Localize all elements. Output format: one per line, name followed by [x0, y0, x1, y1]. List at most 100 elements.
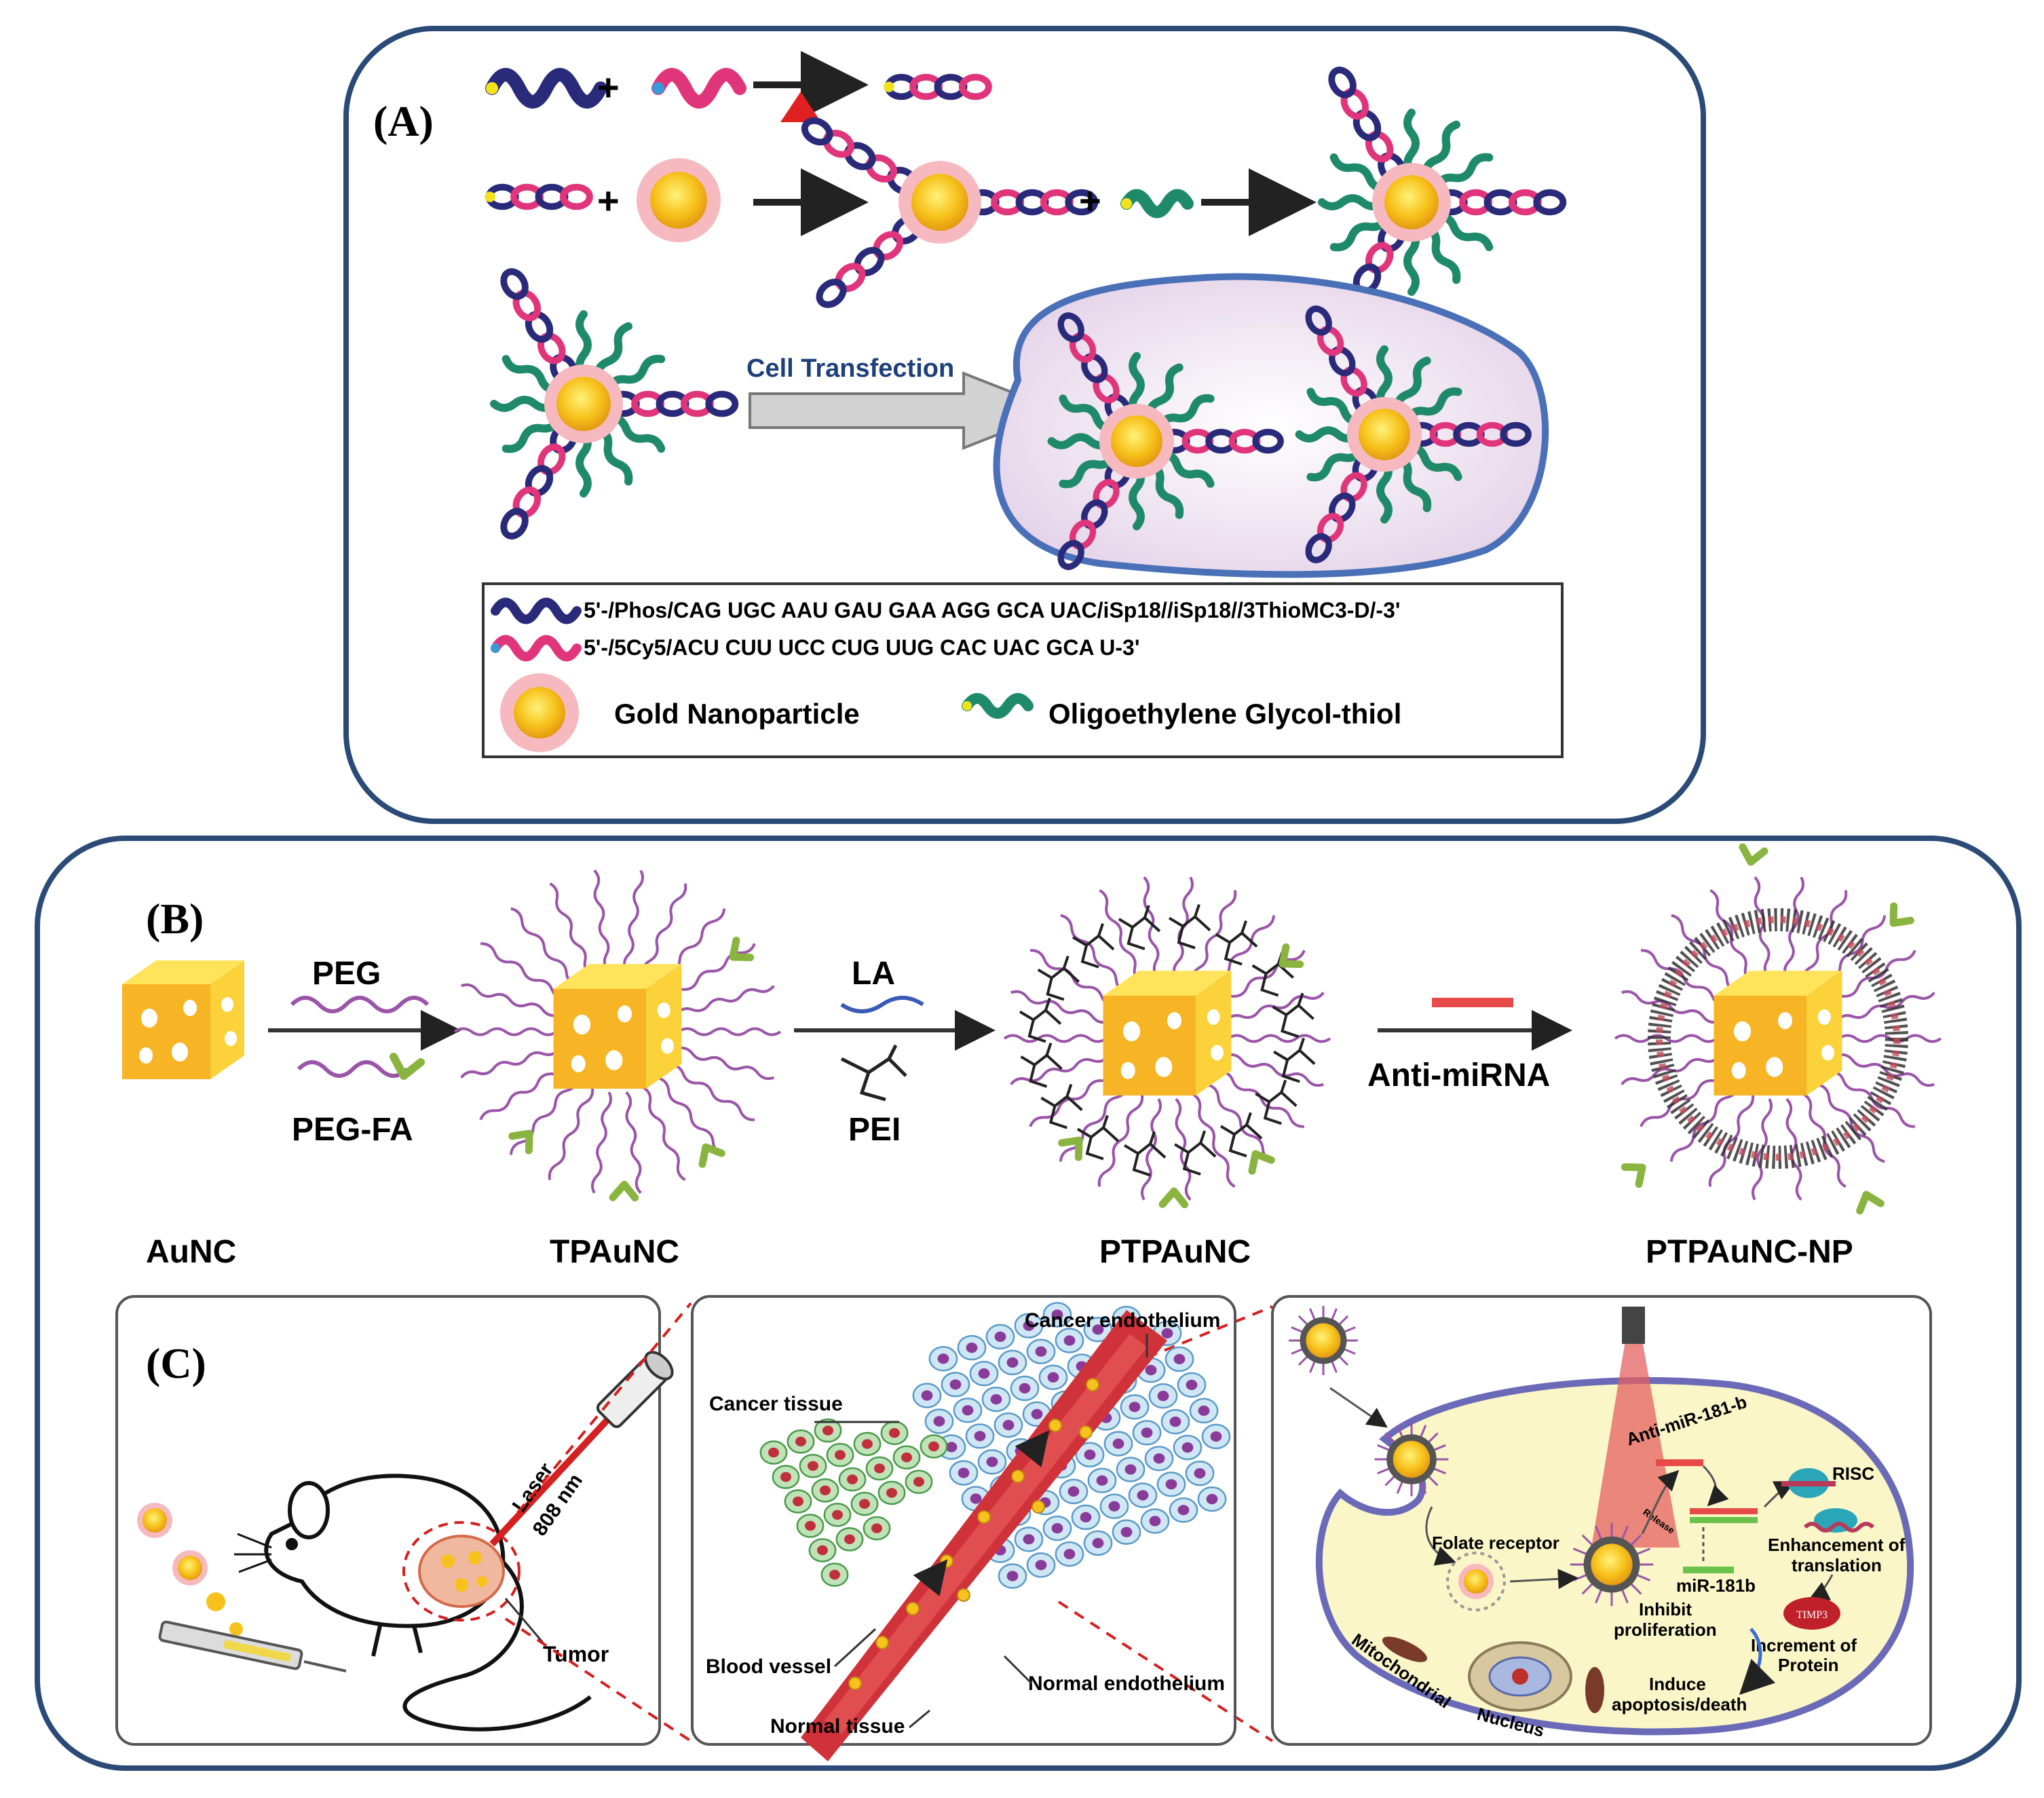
leader-line	[833, 1628, 877, 1668]
panel-b-label: (B)	[146, 895, 204, 943]
inhibit-label: Inhibit	[1639, 1599, 1692, 1619]
apoptosis-label: apoptosis/death	[1612, 1694, 1747, 1715]
legend-oeg-label: Oligoethylene Glycol-thiol	[1048, 698, 1401, 730]
bind-arrow	[1702, 1465, 1729, 1507]
aunc-label: AuNC	[146, 1234, 236, 1270]
np-endocytosed	[1374, 1422, 1449, 1497]
tumor-label: Tumor	[543, 1642, 609, 1666]
folate-icon	[1158, 1187, 1189, 1209]
plus-sign: +	[597, 66, 620, 109]
folate-vesicle	[1446, 1552, 1506, 1611]
np-in-cell	[1047, 312, 1284, 570]
panel-a-frame	[343, 26, 1706, 824]
syringe-icon	[158, 1620, 347, 1672]
panel-a-annealing-row: +	[485, 51, 992, 122]
legend-gold-label: Gold Nanoparticle	[614, 698, 860, 730]
uptake-arrow	[1329, 1387, 1388, 1428]
navy-strand-icon	[491, 597, 582, 624]
translation-label: translation	[1792, 1555, 1882, 1575]
rna-duplex	[1328, 67, 1406, 185]
panel-c-mouse-subpanel: (C)	[115, 1295, 674, 1746]
anti-mirna-label: Anti-miRNA	[1367, 1057, 1550, 1093]
rna-duplex	[965, 189, 1099, 216]
heat-triangle	[780, 92, 821, 122]
np-with-oeg	[490, 268, 739, 540]
aunc-cube	[122, 960, 244, 1079]
np-duplex-conjugate	[801, 117, 1099, 308]
folate-icon	[508, 1129, 533, 1155]
pei-icon	[840, 1044, 907, 1102]
leader-line	[909, 1709, 930, 1729]
folate-icon	[698, 1143, 725, 1168]
peg-label: PEG	[312, 956, 381, 992]
blood-vessel-label: Blood vessel	[706, 1655, 831, 1678]
panel-a-transfection-row: Cell Transfection	[490, 268, 1549, 578]
cancer-endothelium-label: Cancer endothelium	[1025, 1309, 1220, 1332]
feedback-arrow	[1739, 1628, 1775, 1696]
folate-icon	[1248, 1150, 1275, 1175]
mitochondria-icon	[1382, 1636, 1604, 1713]
nucleus-icon	[1468, 1641, 1572, 1712]
panel-bc-frame	[35, 836, 2022, 1771]
folate-icon	[1856, 1191, 1885, 1215]
mrna-ribosome-icon	[1803, 1508, 1875, 1533]
legend-seq1: 5'-/Phos/CAG UGC AAU GAU GAA AGG GCA UAC…	[584, 598, 1400, 622]
proliferation-label: proliferation	[1614, 1619, 1717, 1640]
mir-duplex	[1690, 1508, 1758, 1523]
folate-icon	[1739, 843, 1768, 866]
folate-icon	[1889, 902, 1914, 927]
cancer-tissue-label: Cancer tissue	[709, 1393, 843, 1415]
rna-duplex	[605, 390, 739, 417]
folate-icon	[1621, 1163, 1646, 1188]
ptpaunc-particle	[1003, 876, 1331, 1209]
legend-gold-icon	[500, 673, 579, 752]
laser-cone	[1591, 1341, 1680, 1548]
np-with-oeg	[1318, 67, 1567, 338]
panel-c-tissue-subpanel: Cancer endothelium Cancer tissue Blood v…	[691, 1295, 1236, 1761]
peg-chain-icon	[290, 996, 430, 1013]
zoom-line	[1057, 1600, 1274, 1742]
peg-fa-label: PEG-FA	[292, 1112, 413, 1148]
laser-beam	[489, 1399, 627, 1547]
folate-icon	[1279, 943, 1304, 969]
induce-label: Induce	[1649, 1674, 1706, 1694]
pink-strand-icon	[491, 635, 582, 662]
panel-c-cell-subpanel: Folate receptor Anti-miR-181-b Release m…	[1271, 1295, 1932, 1746]
folate-icon	[390, 1053, 425, 1080]
plus-sign: +	[1079, 179, 1101, 222]
cell-transfection-label: Cell Transfection	[746, 354, 954, 383]
mir181b-label: miR-181b	[1676, 1575, 1756, 1596]
np-in-cytoplasm	[1570, 1522, 1654, 1607]
laser-emitter-icon	[1622, 1307, 1645, 1344]
tpaunc-label: TPAuNC	[550, 1234, 679, 1270]
plus-sign: +	[597, 179, 620, 222]
tpaunc-particle	[453, 869, 782, 1202]
injected-nanoparticles	[137, 1503, 243, 1636]
endosome-arrow	[1425, 1506, 1456, 1566]
zoom-line	[504, 1302, 692, 1529]
ptpaunc-np-label: PTPAuNC-NP	[1646, 1234, 1853, 1270]
rna-duplex	[884, 73, 992, 100]
increment-label: Increment of	[1751, 1635, 1857, 1655]
folate-receptor-label: Folate receptor	[1432, 1533, 1559, 1553]
tumor-leader	[504, 1598, 544, 1643]
np-outside-cell	[1289, 1306, 1358, 1375]
panel-b-synthesis: PEG PEG-FA LA PEI Anti-miRNA AuNC TPAuNC…	[122, 843, 1942, 1270]
laser-device-icon	[596, 1351, 674, 1428]
peg-fa-chain-icon	[297, 1060, 409, 1078]
legend-seq2: 5'-/5Cy5/ACU CUU UCC CUG UUG CAC UAC GCA…	[584, 635, 1139, 660]
normal-endothelium-label: Normal endothelium	[1028, 1672, 1225, 1695]
anti-mir-strand	[1656, 1459, 1703, 1466]
folate-icon	[729, 936, 755, 962]
panel-a-label: (A)	[373, 97, 434, 145]
ptpaunc-np-particle	[1614, 843, 1942, 1215]
rna-duplex	[1433, 189, 1567, 216]
mir181b-strand	[1683, 1567, 1734, 1573]
ptpaunc-label: PTPAuNC	[1099, 1234, 1251, 1270]
navy-strand	[485, 68, 607, 109]
la-icon	[840, 996, 924, 1013]
legend-oeg-icon	[962, 693, 1034, 719]
protein-label: Protein	[1778, 1655, 1839, 1675]
np-in-cell	[1295, 305, 1532, 563]
